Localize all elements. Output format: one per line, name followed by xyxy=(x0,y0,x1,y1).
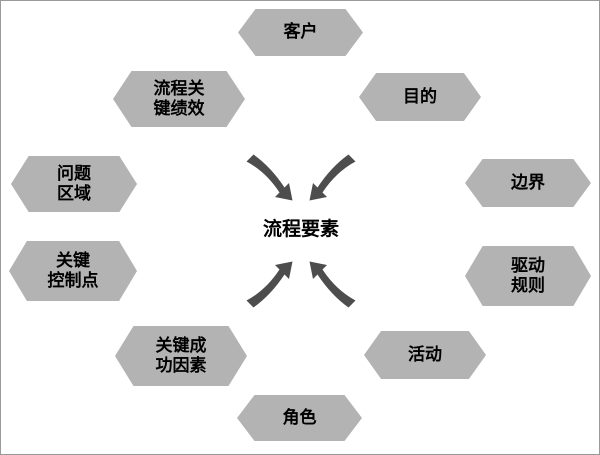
node-label: 活动 xyxy=(408,344,442,364)
node-label: 客户 xyxy=(283,22,318,42)
node-label: 边界 xyxy=(511,172,545,192)
node-role: 角色 xyxy=(237,395,362,441)
node-boundary: 边界 xyxy=(465,159,591,207)
node-label: 关键 控制点 xyxy=(47,250,99,290)
node-label: 目的 xyxy=(403,86,437,106)
node-label: 角色 xyxy=(282,407,317,427)
node-problem-area: 问题 区域 xyxy=(11,156,137,212)
node-label: 关键成 功因素 xyxy=(155,335,207,375)
node-label: 流程关 键绩效 xyxy=(153,78,205,118)
node-customer: 客户 xyxy=(238,9,363,56)
node-key-success-factors: 关键成 功因素 xyxy=(115,326,247,386)
node-activity: 活动 xyxy=(364,331,486,379)
node-label: 驱动 规则 xyxy=(511,255,545,295)
node-key-control-points: 关键 控制点 xyxy=(9,241,137,301)
node-driving-rules: 驱动 规则 xyxy=(465,246,591,306)
center-label: 流程要素 xyxy=(262,219,339,240)
node-purpose: 目的 xyxy=(359,73,481,121)
node-label: 问题 区域 xyxy=(57,163,91,203)
node-process-kpi: 流程关 键绩效 xyxy=(113,71,245,127)
